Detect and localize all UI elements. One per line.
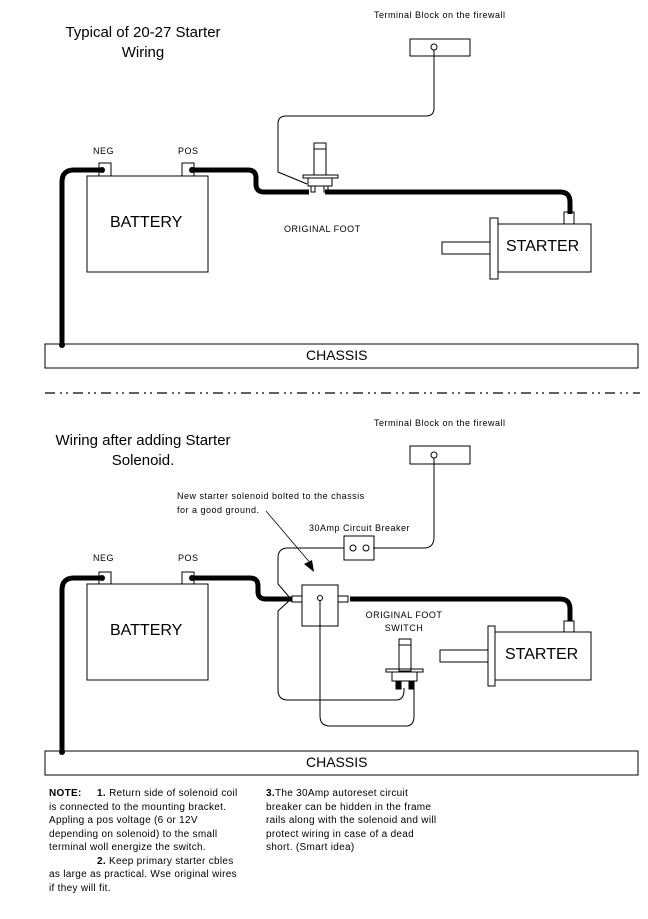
solenoid-annotation-line1: New starter solenoid bolted to the chass… <box>177 491 365 501</box>
starter-label-bottom: STARTER <box>505 646 579 663</box>
neg-label-top: NEG <box>93 146 115 156</box>
top-title-line2: Wiring <box>121 44 165 61</box>
bottom-title-line1: Wiring after adding Starter <box>55 432 231 449</box>
starter-flange-top <box>489 217 499 280</box>
terminal-block-top <box>409 38 471 57</box>
neg-label-bottom: NEG <box>93 553 115 563</box>
notes-column-2: 3.The 30Amp autoreset circuit breaker ca… <box>266 787 466 855</box>
note-3-text-4: short. (Smart idea) <box>266 842 355 853</box>
pos-cable-top <box>190 167 309 195</box>
chassis-bar-top <box>44 343 639 369</box>
starter-flange-bottom <box>487 625 496 687</box>
breaker-to-solenoid-wire <box>277 547 344 599</box>
cable-end-neg-top <box>99 167 105 173</box>
battery-label-bottom: BATTERY <box>110 622 183 639</box>
terminal-to-breaker-wire <box>373 458 435 549</box>
foot-switch-label-bottom: ORIGINAL FOOT SWITCH <box>362 609 446 635</box>
pos-label-top: POS <box>178 146 199 156</box>
note-1-text-1: is connected to the mounting bracket. <box>49 801 227 813</box>
note-1-text-4: terminal woll energize the switch. <box>49 842 206 853</box>
solenoid-stud-right <box>337 595 349 603</box>
terminal-block-bottom <box>409 445 471 465</box>
note-1-text-3: depending on solenoid) to the small <box>49 828 218 840</box>
note-heading: NOTE: <box>49 788 82 799</box>
starter-shaft-bottom <box>439 649 489 663</box>
foot-switch-plunger-top <box>313 142 327 176</box>
terminal-block-label-bottom: Terminal Block on the firewall <box>374 418 506 428</box>
coil-to-footswitch-wire <box>319 599 415 727</box>
note-1-number: 1. <box>97 788 106 799</box>
chassis-bar-bottom <box>44 750 639 776</box>
foot-switch-label-line1: ORIGINAL FOOT <box>365 610 443 620</box>
solenoid-annotation: New starter solenoid bolted to the chass… <box>177 489 365 517</box>
note-2-text-2: if they will fit. <box>49 882 111 894</box>
solenoid-coil-terminal <box>317 595 323 601</box>
solenoid-annotation-line2: for a good ground. <box>177 505 260 515</box>
note-1-line-1: NOTE: 1. Return side of solenoid coil <box>49 787 259 801</box>
note-2-text-0: Keep primary starter cbles <box>109 855 234 867</box>
starter-post-bottom <box>563 620 575 633</box>
pos-label-bottom: POS <box>178 553 199 563</box>
pos-cable-bottom <box>192 575 292 602</box>
note-3-line-1: 3.The 30Amp autoreset circuit <box>266 787 466 801</box>
breaker-terminal-1 <box>349 544 357 552</box>
battery-top <box>86 175 209 273</box>
annotation-arrow-head <box>304 560 314 572</box>
chassis-label-bottom: CHASSIS <box>306 754 368 770</box>
cable-end-chassis-top <box>59 342 65 348</box>
top-title-line1: Typical of 20-27 Starter <box>65 24 221 41</box>
starter-cable-top <box>325 189 573 214</box>
note-2-line-1: 2. Keep primary starter cbles <box>49 855 259 869</box>
terminal-block-label-top: Terminal Block on the firewall <box>374 10 506 20</box>
ground-cable-bottom <box>59 575 102 752</box>
ground-cable-top <box>59 167 104 345</box>
starter-cable-bottom <box>350 596 573 621</box>
starter-shaft-top <box>441 241 491 255</box>
foot-switch-body-bottom <box>391 671 418 682</box>
note-1-text-2: Appling a pos voltage (6 or 12V <box>49 815 198 826</box>
cable-end-pos-top <box>189 167 195 173</box>
note-3-text-1: breaker can be hidden in the frame <box>266 801 432 813</box>
bottom-diagram-title: Wiring after adding Starter Solenoid. <box>48 431 238 471</box>
foot-switch-label-line2: SWITCH <box>384 623 424 633</box>
battery-label-top: BATTERY <box>110 214 183 231</box>
top-diagram-title: Typical of 20-27 Starter Wiring <box>58 23 228 63</box>
annotation-arrow-line <box>265 510 313 566</box>
note-3-text-3: protect wiring in case of a dead <box>266 828 415 840</box>
chassis-label-top: CHASSIS <box>306 347 368 363</box>
note-3-text-2: rails along with the solenoid and will <box>266 815 437 826</box>
note-3-number: 3. <box>266 788 275 799</box>
note-2-number: 2. <box>97 855 106 867</box>
starter-label-top: STARTER <box>506 238 580 255</box>
note-2-text-1: as large as practical. Wse original wire… <box>49 869 237 880</box>
note-3-text-0: The 30Amp autoreset circuit <box>274 788 409 799</box>
terminal-post-bottom <box>430 451 438 459</box>
battery-bottom <box>86 583 209 681</box>
foot-switch-label-top: ORIGINAL FOOT <box>284 224 361 234</box>
breaker-terminal-2 <box>362 544 370 552</box>
foot-switch-plunger-bottom <box>398 638 412 672</box>
foot-switch-body-top <box>307 177 333 187</box>
terminal-post-top <box>430 43 438 51</box>
solenoid-to-footswitch-wire <box>277 599 405 701</box>
solenoid-stud-left <box>291 595 303 603</box>
notes-column-1: NOTE: 1. Return side of solenoid coil is… <box>49 787 259 895</box>
breaker-label: 30Amp Circuit Breaker <box>309 523 411 533</box>
note-1-text-0: Return side of solenoid coil <box>109 788 238 799</box>
starter-solenoid <box>301 584 339 627</box>
terminal-wire-top <box>277 50 435 185</box>
bottom-title-line2: Solenoid. <box>111 452 175 469</box>
